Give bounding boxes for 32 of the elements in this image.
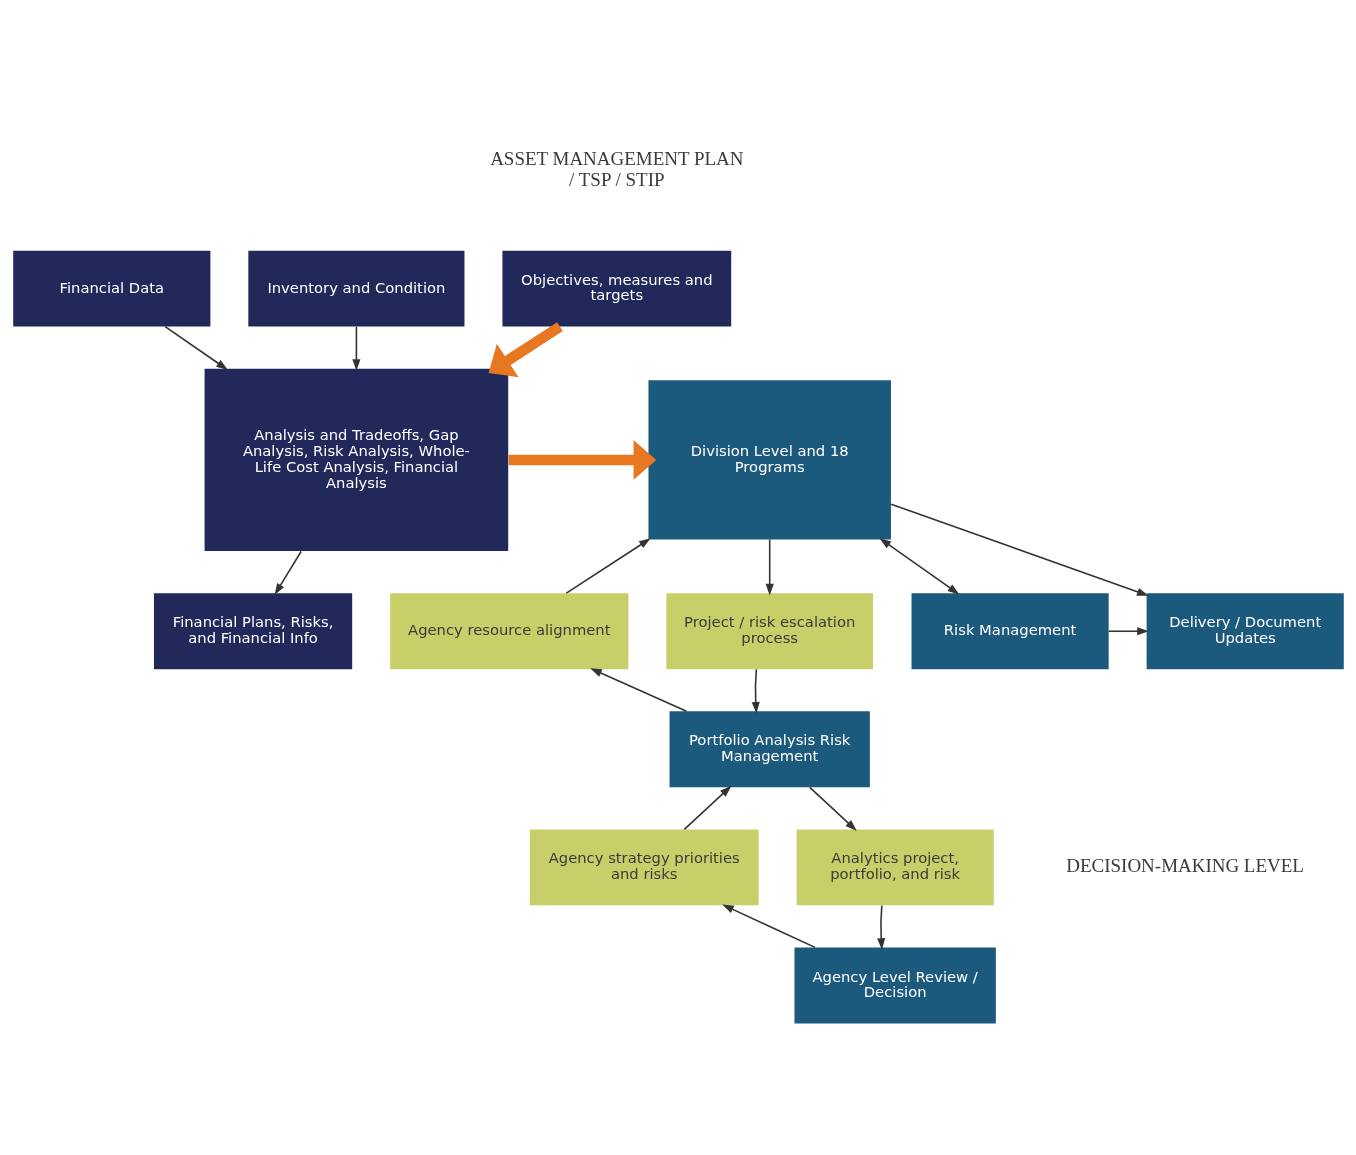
arrow (683, 785, 731, 830)
node-box: Financial Plans, Risks, and Financial Info (153, 592, 352, 669)
label: ASSET MANAGEMENT PLAN / TSP / STIP (489, 147, 743, 190)
node-box: Project / risk escalation process (665, 592, 873, 669)
node-box: Portfolio Analysis Risk Management (669, 710, 870, 787)
arrow (879, 537, 959, 594)
arrow (876, 904, 885, 950)
arrow (721, 904, 816, 948)
arrow (488, 321, 563, 377)
arrow (565, 537, 651, 594)
node-box: Division Level and 18 Programs (647, 379, 891, 539)
node-box: Agency resource alignment (389, 592, 628, 669)
arrow (889, 502, 1149, 596)
node-box: Delivery / Document Updates (1146, 592, 1344, 669)
node-box: Objectives, measures and targets (501, 250, 731, 327)
arrow (508, 439, 656, 480)
arrow (589, 667, 687, 712)
arrow (751, 668, 760, 714)
node-box: Analytics project, portfolio, and risk (796, 828, 994, 905)
node-box: Agency Level Review / Decision (794, 947, 996, 1023)
node-box: Inventory and Condition (247, 250, 464, 327)
node-box: Agency strategy priorities and risks (529, 828, 759, 905)
arrow (765, 538, 774, 595)
arrow (163, 325, 228, 370)
node-box: Analysis and Tradeoffs, Gap Analysis, Risk Analysis, Whole-Life Cost Analysis, Financial Analysis (204, 368, 508, 551)
node-box: Financial Data (12, 250, 210, 327)
arrow (1107, 626, 1149, 635)
node-box: Risk Management (911, 592, 1109, 669)
arrow (808, 786, 857, 831)
arrow (351, 325, 360, 371)
label: DECISION-MAKING LEVEL (1065, 854, 1304, 876)
arrow (274, 550, 302, 595)
